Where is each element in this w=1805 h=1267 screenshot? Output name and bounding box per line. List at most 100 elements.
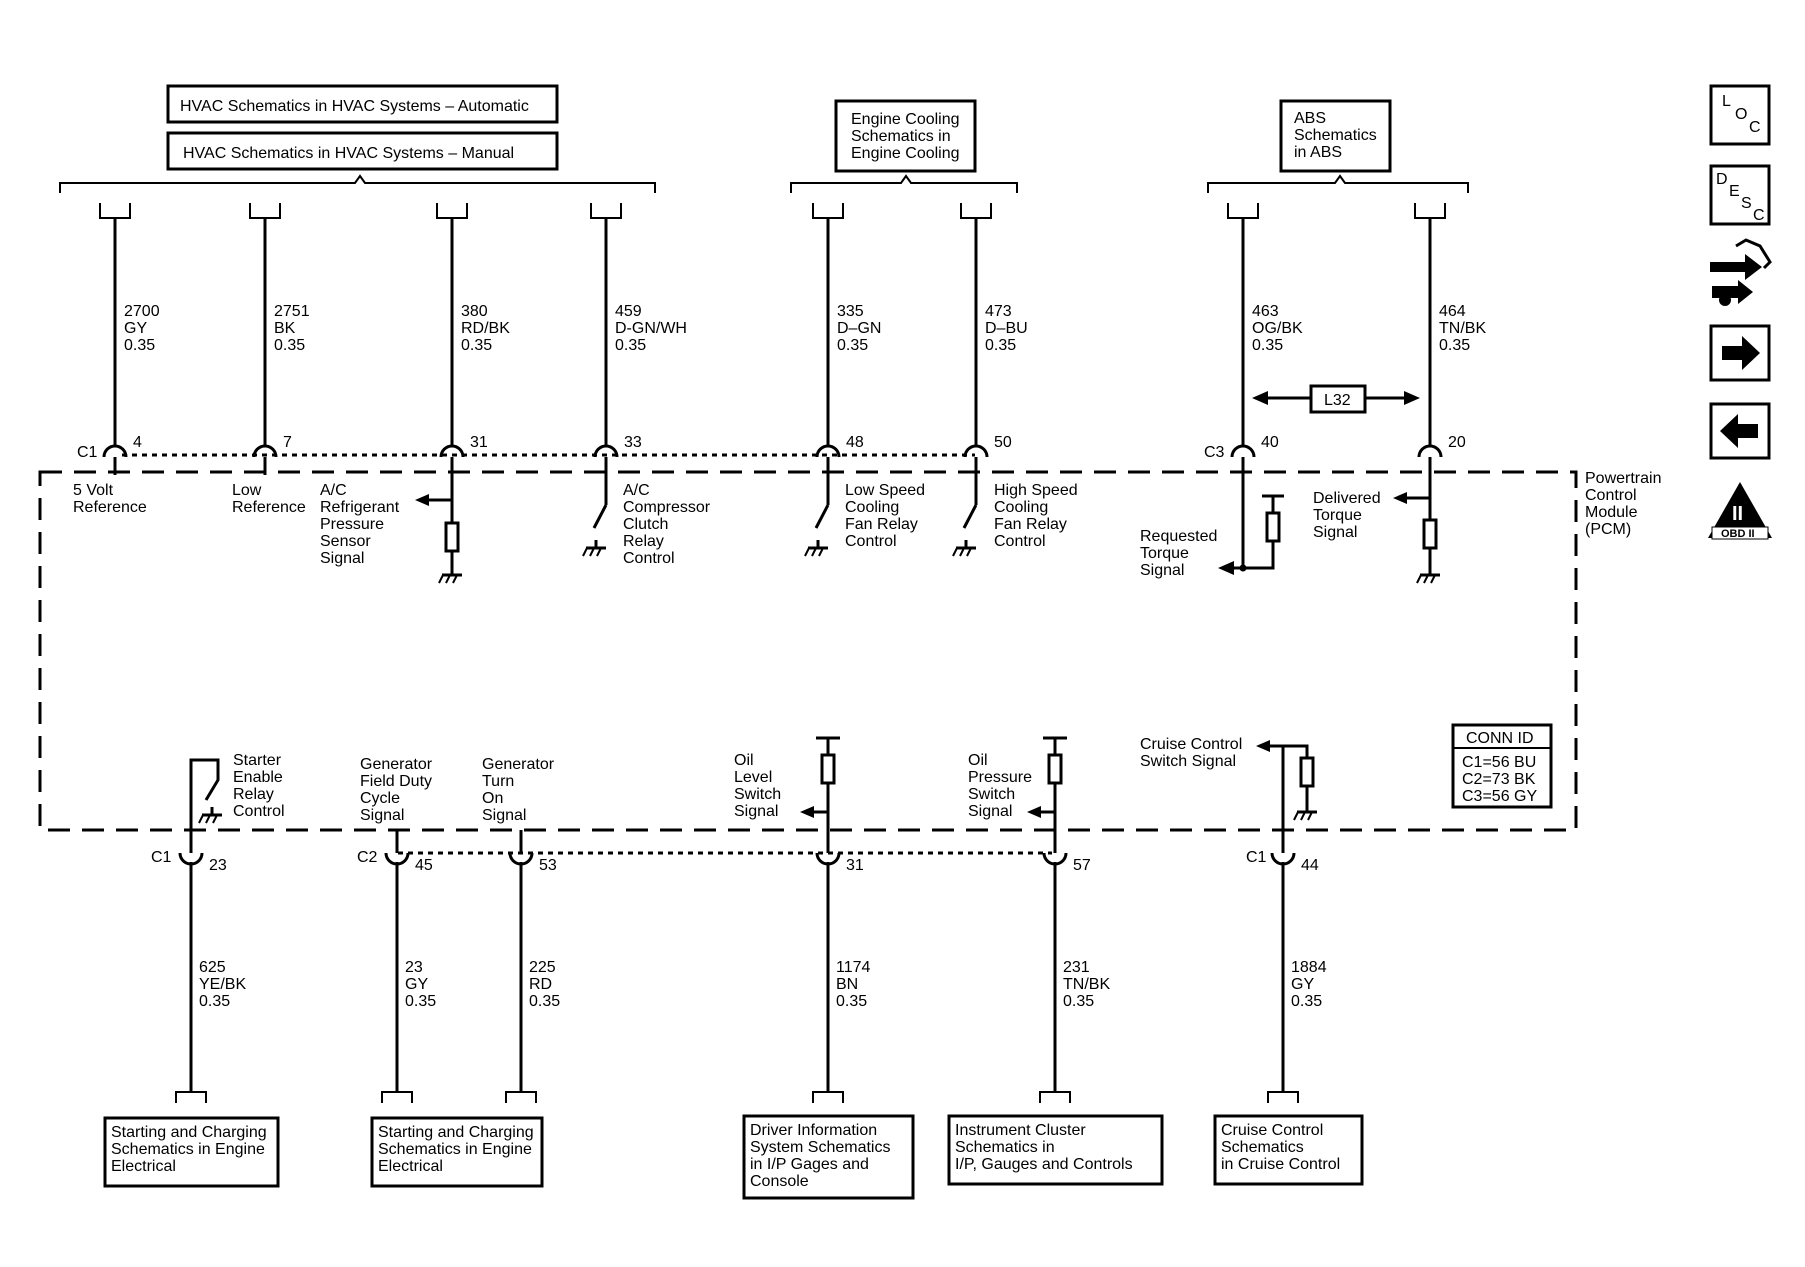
wire-label-line: 1884 [1291, 959, 1327, 976]
hvac-auto-ref-box[interactable]: HVAC Schematics in HVAC Systems – Automa… [166, 84, 559, 124]
label-delivered-torque-line: Delivered [1313, 490, 1381, 507]
conn-id-title: CONN ID [1466, 730, 1534, 747]
label-starter-enable-line: Starter [233, 752, 282, 769]
engine-cooling-brace [790, 174, 1018, 193]
top-wire-group: 2700GY0.3542751BK0.357380RD/BK0.3531459D… [73, 203, 1486, 584]
wire-label-line: 0.35 [405, 993, 436, 1010]
label-oil-level-line: Level [734, 769, 772, 786]
pin-number: 31 [846, 857, 864, 874]
label-ac-relay-control-line: Clutch [623, 516, 668, 533]
wire-label-line: TN/BK [1439, 320, 1486, 337]
engine-cooling-ref-box[interactable]: Engine Cooling Schematics in Engine Cool… [834, 99, 977, 173]
wire-label-line: 0.35 [274, 337, 305, 354]
conn-id-row-2: C2=73 BK [1462, 771, 1536, 788]
ref-line: Cruise Control [1221, 1122, 1323, 1139]
wire-label-line: 0.35 [1252, 337, 1283, 354]
ac-clutch-switch [582, 475, 608, 557]
obd2-icon: II OBD II [1708, 482, 1772, 540]
wire-label-line: 2751 [274, 303, 310, 320]
label-ac-pressure-signal-line: Sensor [320, 533, 371, 550]
wire-label-line: 0.35 [1291, 993, 1322, 1010]
svg-text:L: L [1722, 93, 1731, 110]
label-5v-reference-line: Reference [73, 499, 147, 516]
wire-label-line: 0.35 [985, 337, 1016, 354]
pin-number: 57 [1073, 857, 1091, 874]
hvac-manual-ref-box[interactable]: HVAC Schematics in HVAC Systems – Manual [166, 131, 559, 171]
terminal-cup [812, 203, 844, 219]
obd2-button[interactable]: II OBD II [1708, 482, 1772, 540]
back-arrow-icon [1720, 414, 1758, 448]
pin-number: 23 [209, 857, 227, 874]
label-starter-enable-line: Control [233, 803, 285, 820]
wire-label-line: 464 [1439, 303, 1466, 320]
wire-label-line: 0.35 [124, 337, 155, 354]
wire-label-line: RD/BK [461, 320, 510, 337]
wire-label-line: D–GN [837, 320, 881, 337]
conn-id-table: CONN ID C1=56 BU C2=73 BK C3=56 GY [1451, 723, 1553, 809]
wire-label-line: 459 [615, 303, 642, 320]
label-ac-relay-control-line: Relay [623, 533, 664, 550]
hvac-manual-ref-text: HVAC Schematics in HVAC Systems – Manual [183, 145, 514, 162]
pcm-module-label: Powertrain Control Module (PCM) [1585, 470, 1661, 538]
terminal-cup [436, 203, 468, 219]
wire-label-line: 335 [837, 303, 864, 320]
label-low-fan-control-line: Cooling [845, 499, 899, 516]
label-requested-torque-line: Signal [1140, 562, 1184, 579]
wrench-car-icon [1710, 238, 1772, 306]
next-button[interactable] [1709, 324, 1771, 382]
ref-line: in I/P Gages and [750, 1156, 869, 1173]
loc-button[interactable]: L O C [1709, 84, 1771, 146]
label-high-fan-control-line: Cooling [994, 499, 1048, 516]
connector-pin [963, 444, 989, 458]
abs-ref-line1: ABS [1294, 110, 1326, 127]
engine-cooling-ref-line1: Engine Cooling [851, 111, 960, 128]
abs-ref-box[interactable]: ABS Schematics in ABS [1279, 99, 1392, 173]
wire-label-line: 0.35 [836, 993, 867, 1010]
wire-label-line: D–BU [985, 320, 1028, 337]
wire-label-line: 473 [985, 303, 1012, 320]
wire-label-line: 0.35 [837, 337, 868, 354]
label-oil-pressure-line: Pressure [968, 769, 1032, 786]
wire-label-line: 0.35 [461, 337, 492, 354]
label-ac-relay-control-line: A/C [623, 482, 650, 499]
label-oil-level-line: Switch [734, 786, 781, 803]
wrench-car-button[interactable] [1710, 238, 1772, 306]
svg-text:C: C [1753, 207, 1765, 224]
back-button[interactable] [1709, 402, 1771, 460]
label-generator-duty-line: Generator [360, 756, 433, 773]
ref-line: Electrical [378, 1158, 443, 1175]
connector-pin [815, 444, 841, 458]
pcm-bottom-internals: StarterEnableRelayControlGeneratorField … [189, 736, 1317, 830]
svg-text:O: O [1735, 106, 1747, 123]
label-low-fan-control-line: Fan Relay [845, 516, 918, 533]
label-ac-pressure-signal-line: Signal [320, 550, 364, 567]
wire-label-line: 0.35 [199, 993, 230, 1010]
wire-label-line: GY [124, 320, 147, 337]
label-5v-reference-line: 5 Volt [73, 482, 114, 499]
wire-label-line: YE/BK [199, 976, 246, 993]
wire-label-line: GY [405, 976, 428, 993]
ref-line: Schematics in Engine [378, 1141, 532, 1158]
desc-button[interactable]: D E S C [1709, 164, 1771, 226]
label-high-fan-control-line: Control [994, 533, 1046, 550]
svg-text:Module: Module [1585, 504, 1638, 521]
